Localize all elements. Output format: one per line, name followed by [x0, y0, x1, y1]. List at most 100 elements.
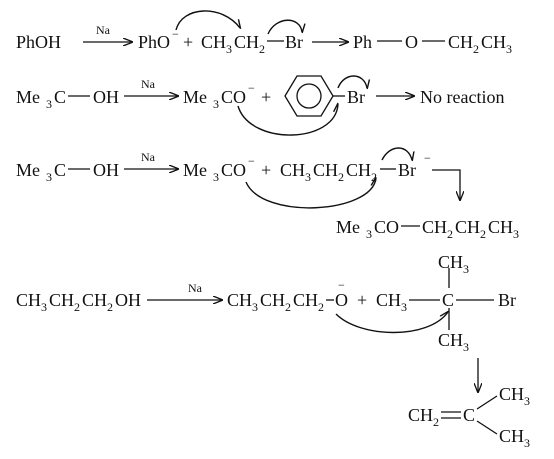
ch2-group: CH	[234, 32, 259, 52]
hydroxyl-group: OH	[93, 160, 119, 180]
subscript: 2	[480, 227, 486, 241]
subscript: 3	[524, 436, 530, 450]
ch2-group: CH	[49, 290, 74, 310]
phenol-reactant: PhOH	[16, 32, 61, 52]
bond	[476, 395, 498, 410]
plus-sign: +	[357, 290, 367, 310]
oxygen-atom: O	[405, 32, 418, 52]
ether-product-me: Me	[336, 217, 360, 237]
subscript: 3	[213, 97, 219, 111]
electron-arrow-leaving	[337, 75, 367, 88]
ch2-group: CH	[293, 290, 318, 310]
hydroxyl-group: OH	[93, 87, 119, 107]
sodium-reagent: Na	[96, 23, 111, 37]
ether-product-co: CO	[374, 217, 399, 237]
tert-butyl-group: Me	[16, 87, 40, 107]
hydroxyl-group: OH	[115, 290, 141, 310]
plus-sign: +	[183, 32, 193, 52]
subscript: 2	[285, 300, 291, 314]
subscript: 3	[213, 170, 219, 184]
electron-arrow-attack	[175, 10, 240, 31]
electron-arrow-attack	[335, 312, 448, 334]
ch3-group: CH	[227, 290, 252, 310]
no-reaction-label: No reaction	[420, 87, 504, 107]
bromine-leaving-group: Br	[398, 160, 416, 180]
subscript: 3	[366, 227, 372, 241]
ch2-group: CH	[346, 160, 371, 180]
negative-charge: −	[424, 151, 431, 165]
ch3-group: CH	[201, 32, 226, 52]
negative-charge: −	[248, 81, 255, 95]
subscript: 2	[259, 42, 265, 56]
subscript: 2	[447, 227, 453, 241]
carbon-atom: C	[54, 87, 66, 107]
ch2-group: CH	[313, 160, 338, 180]
subscript: 2	[74, 300, 80, 314]
subscript: 3	[463, 340, 469, 354]
tertiary-carbon: C	[442, 290, 454, 310]
electron-arrow-leaving	[267, 19, 302, 35]
subscript: 3	[41, 300, 47, 314]
carbon-atom: C	[54, 160, 66, 180]
ch3-group: CH	[481, 32, 506, 52]
ch3-group: CH	[488, 217, 513, 237]
ch2-group: CH	[422, 217, 447, 237]
subscript: 2	[433, 415, 439, 429]
subscript: 2	[318, 300, 324, 314]
phenoxide-ion: PhO	[138, 32, 170, 52]
electron-arrow-attack	[237, 104, 339, 136]
ch3-bottom: CH	[438, 330, 463, 350]
ch2-alkene: CH	[408, 405, 433, 425]
subscript: 2	[473, 42, 479, 56]
ch2-group: CH	[82, 290, 107, 310]
sodium-reagent: Na	[141, 77, 156, 91]
benzene-ring	[284, 75, 334, 117]
subscript: 3	[506, 42, 512, 56]
electron-arrow-attack	[245, 178, 376, 209]
tert-butyl-group: Me	[16, 160, 40, 180]
subscript: 2	[338, 170, 344, 184]
plus-sign: +	[261, 87, 271, 107]
subscript: 2	[107, 300, 113, 314]
reaction-1: PhOH Na PhO − + CH 3 CH 2 Br Ph O CH 2 C…	[16, 10, 512, 56]
sodium-reagent: Na	[141, 150, 156, 164]
tert-butoxide: Me	[183, 160, 207, 180]
subscript: 2	[371, 170, 377, 184]
subscript: 3	[252, 300, 258, 314]
plus-sign: +	[261, 160, 271, 180]
bromine-atom: Br	[498, 290, 516, 310]
alkoxide-co: CO	[221, 87, 246, 107]
ch3-group: CH	[280, 160, 305, 180]
subscript: 3	[46, 97, 52, 111]
electron-arrow-leaving	[381, 147, 412, 160]
ch3-group: CH	[499, 426, 524, 446]
subscript: 3	[463, 262, 469, 276]
subscript: 3	[524, 394, 530, 408]
subscript: 3	[305, 170, 311, 184]
subscript: 3	[226, 42, 232, 56]
alkene-carbon: C	[463, 405, 475, 425]
product-arrow	[432, 169, 460, 200]
negative-charge: −	[172, 27, 179, 41]
alkoxide-co: CO	[221, 160, 246, 180]
subscript: 3	[46, 170, 52, 184]
ch3-group: CH	[499, 384, 524, 404]
phenyl-group: Ph	[353, 32, 372, 52]
ch3-top: CH	[438, 252, 463, 272]
ch3-group: CH	[376, 290, 401, 310]
alkoxide-oxygen: O	[335, 290, 348, 310]
ch3-group: CH	[16, 290, 41, 310]
reaction-4: CH 3 CH 2 CH 2 OH Na CH 3 CH 2 CH 2 O − …	[16, 252, 530, 450]
negative-charge: −	[338, 278, 345, 292]
tert-butoxide: Me	[183, 87, 207, 107]
ch2-group: CH	[260, 290, 285, 310]
subscript: 3	[401, 300, 407, 314]
bromine-atom: Br	[347, 87, 365, 107]
ch2-group: CH	[448, 32, 473, 52]
ch2-group: CH	[455, 217, 480, 237]
bromine-leaving-group: Br	[285, 32, 303, 52]
sodium-reagent: Na	[188, 281, 203, 295]
bond	[476, 420, 498, 435]
negative-charge: −	[248, 154, 255, 168]
